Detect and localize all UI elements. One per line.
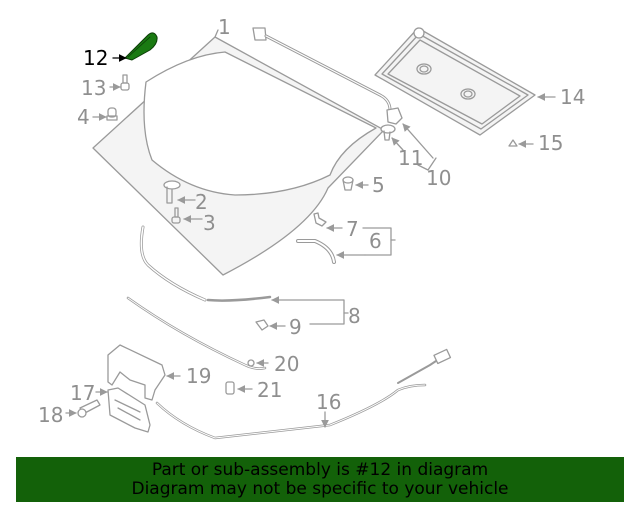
part-18-bolt xyxy=(65,399,101,418)
callout-11: 11 xyxy=(398,146,424,170)
part-8-cable xyxy=(126,295,349,370)
banner-line-2: Diagram may not be specific to your vehi… xyxy=(131,479,509,499)
part-16-release-cable xyxy=(155,348,452,440)
callout-1: 1 xyxy=(218,15,231,39)
part-4-clip xyxy=(92,107,118,121)
part-2-striker xyxy=(163,180,196,204)
part-10-bracket xyxy=(402,123,437,171)
callout-17: 17 xyxy=(70,381,96,405)
callout-2: 2 xyxy=(195,190,208,214)
diagram-art xyxy=(65,27,556,440)
callout-12: 12 xyxy=(83,46,109,70)
part-3-bolt xyxy=(171,207,203,224)
part-5-bumper xyxy=(342,176,369,191)
info-banner: Part or sub-assembly is #12 in diagram D… xyxy=(16,457,624,502)
callout-6: 6 xyxy=(369,229,382,253)
part-15-clip xyxy=(508,139,534,148)
callout-14: 14 xyxy=(560,85,586,109)
callout-4: 4 xyxy=(77,105,90,129)
hood-panel xyxy=(92,29,385,276)
callout-20: 20 xyxy=(274,352,300,376)
part-19-bracket xyxy=(107,344,181,401)
part-12-seal xyxy=(112,32,158,62)
callout-21: 21 xyxy=(257,378,283,402)
banner-line-1: Part or sub-assembly is #12 in diagram xyxy=(151,460,489,480)
callout-13: 13 xyxy=(81,76,107,100)
callout-19: 19 xyxy=(186,364,212,388)
callout-8: 8 xyxy=(348,304,361,328)
callout-5: 5 xyxy=(372,173,385,197)
part-7-clip xyxy=(313,212,343,232)
hood-seal-rod xyxy=(252,27,403,125)
part-11-clip xyxy=(380,124,404,151)
part-21-clip xyxy=(225,381,253,395)
part-20-end xyxy=(247,359,269,367)
callout-15: 15 xyxy=(538,131,564,155)
callout-18: 18 xyxy=(38,403,64,427)
callout-7: 7 xyxy=(346,217,359,241)
callout-9: 9 xyxy=(289,315,302,339)
part-13-bolt xyxy=(109,74,130,91)
part-6-seal xyxy=(296,227,396,264)
callout-10: 10 xyxy=(426,166,452,190)
part-17-latch xyxy=(95,387,151,433)
callout-16: 16 xyxy=(316,390,342,414)
callout-3: 3 xyxy=(203,211,216,235)
part-9-clip xyxy=(255,319,286,331)
part-14-insulator xyxy=(374,27,556,136)
